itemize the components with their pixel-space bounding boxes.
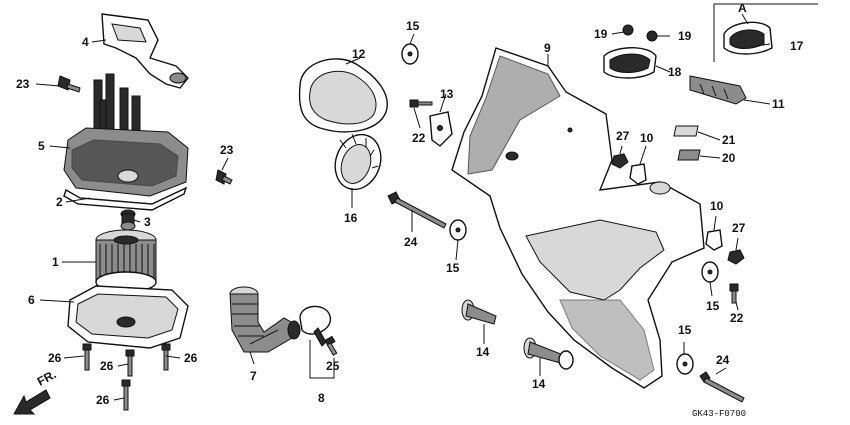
callout-8: 8 [318,391,325,405]
callout-15: 15 [406,19,420,33]
part-14-pins [461,299,574,370]
callout-labels: 4 23 5 2 3 1 6 26 26 26 26 23 7 25 8 12 … [16,1,804,407]
callout-20: 20 [722,151,736,165]
callout-7: 7 [250,369,257,383]
callout-25: 25 [326,359,340,373]
part-3-grommet [120,209,136,231]
part-26-screws [82,343,171,411]
callout-17: 17 [790,39,804,53]
callout-24: 24 [716,353,730,367]
part-17-emblem [723,21,773,55]
callout-13: 13 [440,87,454,101]
callout-4: 4 [82,35,89,49]
callout-26: 26 [184,351,198,365]
diagram-code: GK43-F0700 [692,409,746,419]
callout-16: 16 [344,211,358,225]
callout-3: 3 [144,215,151,229]
callout-24: 24 [404,235,418,249]
callout-9: 9 [544,41,551,55]
callout-15: 15 [678,323,692,337]
part-15-washers [401,43,719,375]
part-13-bracket [429,111,453,147]
callout-23: 23 [16,77,30,91]
callout-10: 10 [640,131,654,145]
callout-22: 22 [730,311,744,325]
callout-21: 21 [722,133,736,147]
callout-11: 11 [772,97,785,111]
leader-lines [35,13,771,401]
callout-26: 26 [100,359,114,373]
part-4-intake-duct [101,13,189,89]
part-19-screws [622,24,658,42]
callout-19: 19 [678,29,692,43]
part-7-connecting-tube [229,286,301,353]
part-21-20-stickers [673,125,701,161]
callout-1: 1 [52,255,59,269]
callout-a: A [738,1,747,15]
part-6-case-lower [67,285,189,349]
callout-18: 18 [668,65,682,79]
part-1-filter-element [95,229,157,293]
callout-14: 14 [532,377,546,391]
part-27-nuts [611,153,745,265]
part-9-front-cover [451,47,705,389]
callout-19: 19 [594,27,608,41]
callout-2: 2 [56,195,63,209]
callout-27: 27 [616,129,630,143]
part-18-emblem [603,47,657,79]
callout-26: 26 [48,351,62,365]
part-22-screw [409,99,739,304]
callout-15: 15 [446,261,460,275]
part-10-clips [629,163,723,251]
part-12-ring-frame [298,58,388,133]
part-11-mark [689,75,747,105]
callout-5: 5 [38,139,45,153]
front-direction-arrow: FR. [13,367,59,415]
callout-10: 10 [710,199,724,213]
callout-14: 14 [476,345,490,359]
part-23-screws [57,75,233,185]
callout-26: 26 [96,393,110,407]
part-25-screw [324,335,338,356]
callout-27: 27 [732,221,746,235]
inset-box [713,3,818,62]
callout-22: 22 [412,131,426,145]
callout-23: 23 [220,143,234,157]
direction-label: FR. [35,367,59,388]
part-16-collar [334,133,382,191]
callout-6: 6 [28,293,35,307]
callout-12: 12 [352,47,366,61]
part-5-air-cleaner-case [63,73,189,197]
callout-15: 15 [706,299,720,313]
part-8-clamp [299,305,331,347]
part-2-gasket [63,186,188,211]
part-24-bolts [387,191,745,403]
